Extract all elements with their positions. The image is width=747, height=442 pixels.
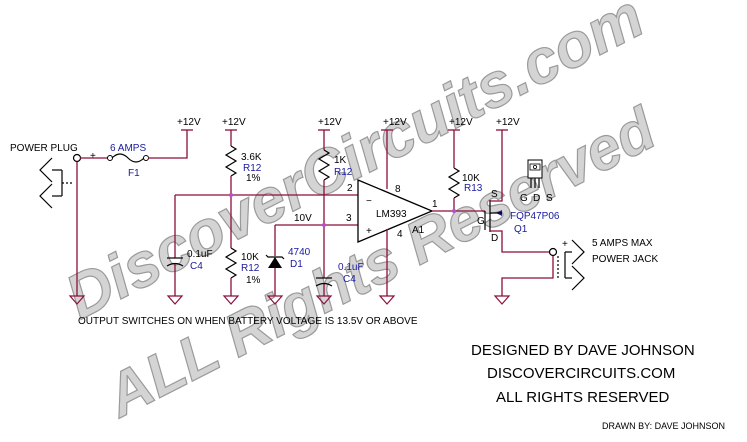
jack-plus-sign: + bbox=[562, 239, 568, 250]
power-jack-label: POWER JACK bbox=[592, 254, 658, 265]
mos-g-label: G bbox=[477, 216, 485, 227]
zener-ref: D1 bbox=[290, 259, 303, 270]
drawn-by: DRAWN BY: DAVE JOHNSON bbox=[602, 421, 725, 431]
fuse-ref: F1 bbox=[128, 168, 140, 179]
r-top-value: 3.6K bbox=[241, 152, 262, 163]
to220-package-icon bbox=[527, 159, 543, 188]
comparator-minus: − bbox=[366, 196, 372, 207]
junction-dot bbox=[229, 193, 233, 197]
pin-1-label: 1 bbox=[432, 199, 438, 210]
supply-label-a: +12V bbox=[177, 117, 201, 128]
comparator-plus: + bbox=[366, 226, 372, 237]
circuit-note: OUTPUT SWITCHES ON WHEN BATTERY VOLTAGE … bbox=[78, 316, 418, 327]
resistor-r12-top-icon bbox=[224, 145, 238, 177]
zener-value: 4740 bbox=[288, 247, 311, 258]
r-bot-ref: R12 bbox=[241, 263, 260, 274]
plug-tip-icon bbox=[39, 157, 53, 183]
mosfet-q1 bbox=[484, 130, 550, 253]
ground-icon bbox=[166, 295, 184, 305]
cap-left-value: 0.1uF bbox=[187, 249, 213, 260]
supply-label-d: +12V bbox=[383, 117, 407, 128]
supply-label-e: +12V bbox=[449, 117, 473, 128]
power-plug-label: POWER PLUG bbox=[10, 143, 78, 154]
junction-dot bbox=[322, 223, 326, 227]
ground-icon bbox=[315, 295, 333, 305]
cap-right-value: 0.1uF bbox=[338, 262, 364, 273]
r-top-ref: R12 bbox=[243, 163, 262, 174]
mos-part: FQP47P06 bbox=[510, 211, 560, 222]
cap-left-ref: C4 bbox=[190, 261, 203, 272]
supply-label-b: +12V bbox=[222, 117, 246, 128]
ground-icon bbox=[222, 295, 240, 305]
pin-2-label: 2 bbox=[347, 183, 353, 194]
r-pull-value: 10K bbox=[462, 173, 480, 184]
mos-s-label: S bbox=[491, 189, 498, 200]
zener-d1-icon bbox=[268, 257, 282, 268]
r-bot-value: 10K bbox=[241, 252, 259, 263]
jack-max-label: 5 AMPS MAX bbox=[592, 238, 653, 249]
ground-symbols bbox=[68, 295, 511, 305]
cap-right-ref: C4 bbox=[343, 274, 356, 285]
site-name: DISCOVERCIRCUITS.COM bbox=[487, 365, 675, 382]
rights-text: ALL RIGHTS RESERVED bbox=[496, 389, 670, 406]
jack-terminal-icon bbox=[548, 247, 558, 257]
pkg-s-label: S bbox=[546, 193, 553, 204]
r-ref-ref: R12 bbox=[334, 167, 353, 178]
ground-icon bbox=[266, 295, 284, 305]
fuse-icon bbox=[111, 153, 145, 163]
resistor-r12-1k-icon bbox=[317, 149, 331, 181]
junction-dot bbox=[452, 209, 456, 213]
resistor-r13-icon bbox=[447, 167, 461, 199]
ground-icon bbox=[68, 295, 86, 305]
power-plug bbox=[39, 153, 82, 209]
supply-label-c: +12V bbox=[318, 117, 342, 128]
pin-8-label: 8 bbox=[395, 184, 401, 195]
pin-3-label: 3 bbox=[346, 213, 352, 224]
ref-voltage-label: 10V bbox=[294, 213, 312, 224]
r-pull-ref: R13 bbox=[464, 183, 483, 194]
comparator-ref: A1 bbox=[412, 225, 425, 236]
jack-tip-icon bbox=[571, 239, 585, 265]
mos-d-label: D bbox=[491, 233, 498, 244]
pin-4-label: 4 bbox=[397, 229, 403, 240]
ground-icon bbox=[378, 295, 396, 305]
r-bot-tol: 1% bbox=[246, 275, 261, 286]
supply-label-f: +12V bbox=[496, 117, 520, 128]
mos-ref: Q1 bbox=[514, 224, 528, 235]
comparator-a1-icon bbox=[357, 179, 434, 243]
fuse-f1 bbox=[107, 153, 149, 163]
resistor-r12-bottom-icon bbox=[224, 247, 238, 279]
ground-icon bbox=[493, 295, 511, 305]
plug-terminal-icon bbox=[72, 153, 82, 163]
power-jack bbox=[501, 239, 585, 296]
r-ref-value: 1K bbox=[334, 155, 347, 166]
designed-by: DESIGNED BY DAVE JOHNSON bbox=[471, 342, 695, 359]
comparator-part: LM393 bbox=[376, 209, 407, 220]
plug-plus-sign: + bbox=[90, 151, 96, 162]
r-top-tol: 1% bbox=[246, 173, 261, 184]
pkg-d-label: D bbox=[533, 193, 540, 204]
pkg-g-label: G bbox=[520, 193, 528, 204]
fuse-value: 6 AMPS bbox=[110, 143, 146, 154]
